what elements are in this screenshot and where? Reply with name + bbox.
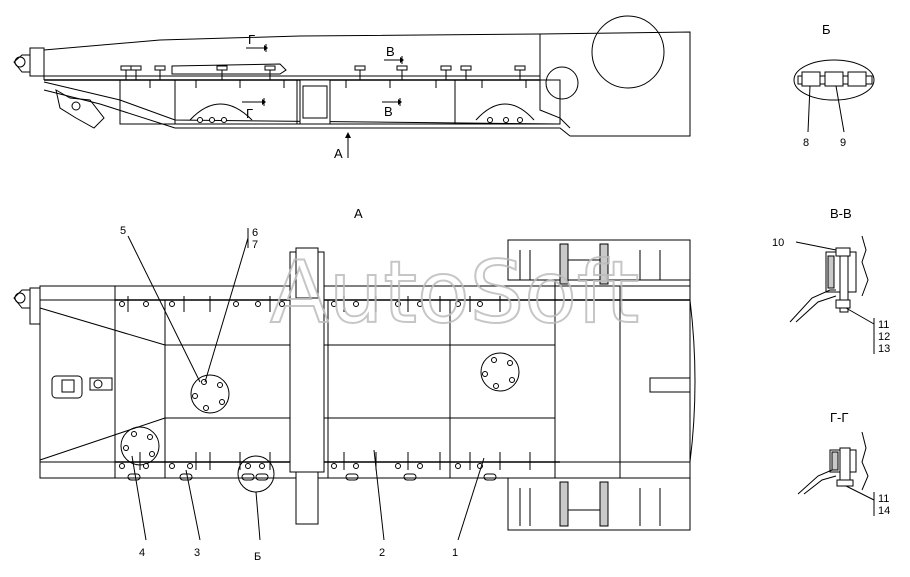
callout-5: 5 [120,225,126,237]
section-g-g: Г-Г 11 14 [797,410,890,517]
section-arrow-v-bottom-label: В [384,104,393,119]
section-v-v: В-В 10 11 12 13 [772,206,890,355]
callout-7: 7 [252,239,258,251]
filler-cap-large [190,374,230,414]
section-arrow-g-top-label: Г [248,32,255,47]
callout-2: 2 [379,547,385,559]
filler-cap-rear [480,352,520,392]
callout-12: 12 [878,331,890,343]
callout-4: 4 [139,547,145,559]
plan-view-a: А [13,206,696,563]
callout-10: 10 [772,237,784,249]
plan-view-a-title: А [354,206,363,221]
detail-view-b: Б 8 9 [793,22,875,149]
section-arrow-v-top-label: В [386,44,395,59]
section-arrow-g-bottom-label: Г [246,106,253,121]
callout-1: 1 [452,547,458,559]
callout-6: 6 [252,227,258,239]
callout-11-section-vv: 11 [878,319,889,331]
section-g-g-title: Г-Г [830,410,848,425]
side-view: Г Г В В А [13,15,691,161]
callout-9: 9 [840,137,846,149]
callout-8: 8 [803,137,809,149]
callout-detail-b: Б [254,551,261,563]
watermark-text: AutoSoft [270,243,639,343]
callout-11-section-gg: 11 [878,493,889,505]
detail-view-b-title: Б [822,22,831,37]
callout-13: 13 [878,343,890,355]
view-arrow-a-label: А [334,146,343,161]
section-v-v-title: В-В [830,206,852,221]
callout-14: 14 [878,505,890,517]
callout-3: 3 [194,547,200,559]
filler-cap-front [120,426,160,466]
